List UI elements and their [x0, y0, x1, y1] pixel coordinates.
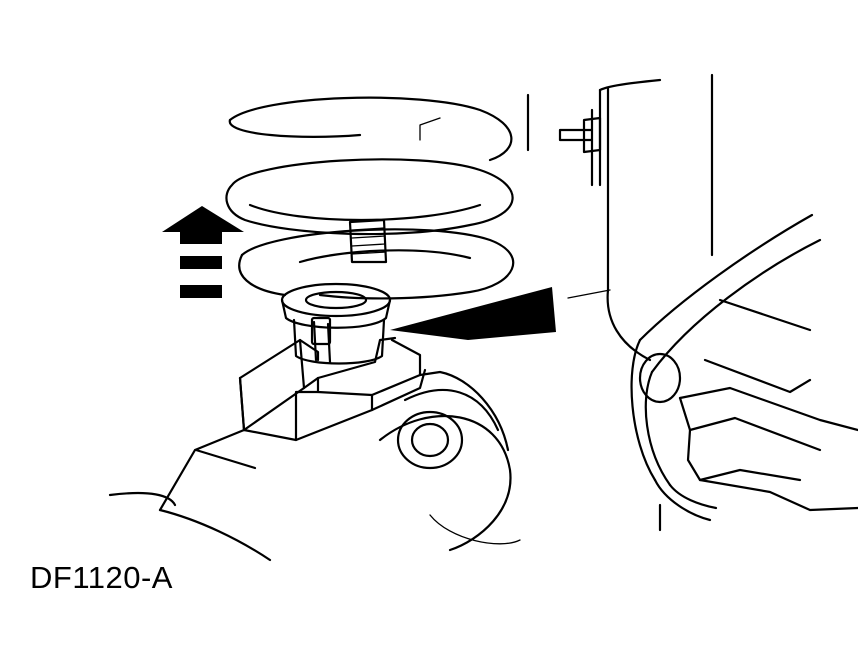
shock-absorber: [558, 73, 714, 362]
coil-spring: [225, 93, 530, 300]
pointer-arrow-icon: [390, 287, 556, 340]
stabilizer-bar: [630, 213, 822, 522]
up-arrow-icon: [162, 206, 244, 298]
threaded-stud: [348, 218, 388, 264]
mount-bracket: [658, 298, 858, 532]
lower-arm: [108, 336, 521, 562]
bushing-isolator: [280, 282, 392, 365]
figure-caption: DF1120-A: [30, 560, 173, 595]
